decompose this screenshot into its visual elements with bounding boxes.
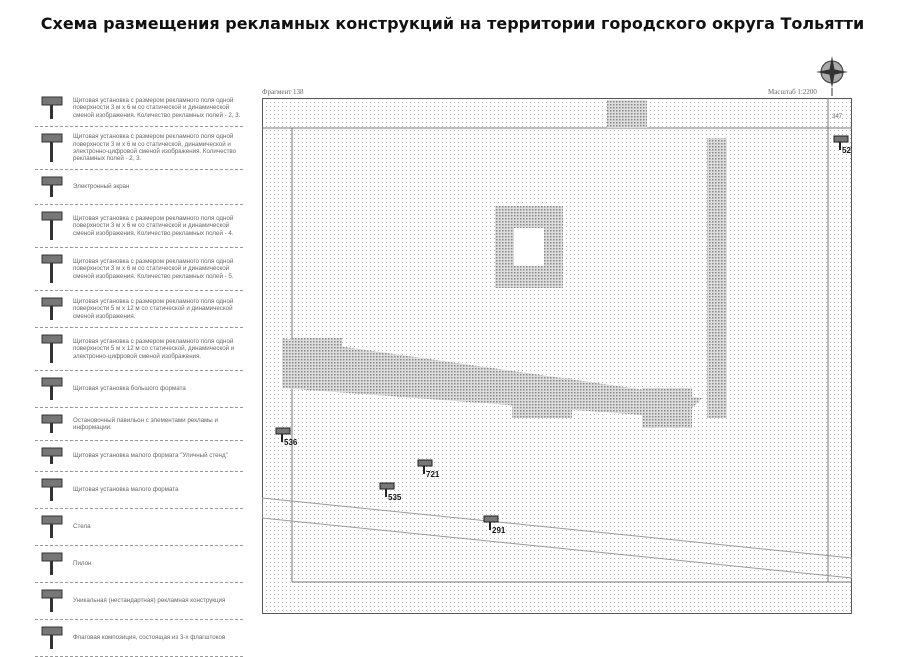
legend-text: Пилон — [73, 560, 92, 568]
legend-text: Щитовая установка малого формата — [73, 486, 179, 494]
legend-item: Щитовая установка с размером рекламного … — [35, 205, 243, 248]
legend-item: Стела — [35, 509, 243, 546]
stele-icon — [35, 514, 69, 540]
legend: Щитовая установка с размером рекламного … — [35, 90, 243, 657]
billboard-4-icon — [35, 210, 69, 242]
legend-item: Щитовая установка с размером рекламного … — [35, 127, 243, 170]
pylon-icon — [35, 551, 69, 577]
ad-construction-marker[interactable]: 527 — [833, 135, 852, 155]
legend-item: Щитовая установка большого формата — [35, 371, 243, 408]
legend-item: Щитовая установка малого формата — [35, 472, 243, 509]
scale-label: Масштаб 1:2200 — [768, 88, 817, 96]
legend-text: Стела — [73, 523, 91, 531]
legend-text: Электронный экран — [73, 183, 130, 191]
page-title: Схема размещения рекламных конструкций н… — [40, 14, 865, 33]
flag-composition-icon — [35, 625, 69, 651]
legend-text: Флаговая композиция, состоящая из 3-х фл… — [73, 634, 226, 642]
ad-construction-marker[interactable]: 535 — [379, 482, 402, 502]
legend-item: Пилон — [35, 546, 243, 583]
legend-text: Щитовая установка с размером рекламного … — [73, 96, 241, 119]
map-fragment: 347 527 536 721 535 291 — [262, 98, 852, 614]
compass-rose-icon — [816, 56, 848, 96]
legend-text: Щитовая установка большого формата — [73, 385, 186, 393]
billboard-5x12-digital-icon — [35, 333, 69, 365]
marker-id: 535 — [388, 493, 402, 502]
large-billboard-icon — [35, 376, 69, 402]
small-billboard-icon — [35, 477, 69, 503]
legend-item: Щитовая установка с размером рекламного … — [35, 248, 243, 291]
billboard-icon — [35, 95, 69, 121]
legend-text: Щитовая установка малого формата "Уличны… — [73, 452, 228, 460]
billboard-5x12-icon — [35, 296, 69, 322]
legend-text: Уникальная (нестандартная) рекламная кон… — [73, 597, 226, 605]
ad-construction-marker[interactable]: 291 — [483, 515, 506, 535]
legend-item: Уникальная (нестандартная) рекламная кон… — [35, 583, 243, 620]
corner-label: 347 — [832, 114, 843, 120]
marker-id: 291 — [492, 526, 506, 535]
marker-id: 721 — [426, 470, 440, 479]
legend-item: Флаговая композиция, состоящая из 3-х фл… — [35, 620, 243, 657]
legend-item: Электронный экран — [35, 170, 243, 205]
legend-text: Остановочный павильон с элементами рекла… — [73, 416, 218, 431]
legend-text: Щитовая установка с размером рекламного … — [73, 214, 234, 237]
ad-construction-marker[interactable]: 721 — [417, 459, 440, 479]
legend-text: Щитовая установка с размером рекламного … — [73, 257, 234, 280]
legend-item: Щитовая установка с размером рекламного … — [35, 291, 243, 328]
legend-item: Щитовая установка малого формата "Уличны… — [35, 441, 243, 472]
legend-text: Щитовая установка с размером рекламного … — [73, 337, 235, 360]
billboard-5-icon — [35, 253, 69, 285]
legend-item: Остановочный павильон с элементами рекла… — [35, 408, 243, 441]
legend-text: Щитовая установка с размером рекламного … — [73, 133, 237, 163]
fragment-label: Фрагмент 138 — [262, 88, 304, 96]
marker-id: 536 — [284, 438, 298, 447]
buildings — [282, 100, 727, 428]
electronic-screen-icon — [35, 175, 69, 199]
billboard-digital-icon — [35, 132, 69, 164]
ad-construction-marker[interactable]: 536 — [275, 427, 298, 447]
legend-item: Щитовая установка с размером рекламного … — [35, 90, 243, 127]
marker-id: 527 — [842, 146, 852, 155]
unique-construction-icon — [35, 588, 69, 614]
info-stand-icon — [35, 446, 69, 466]
bus-stop-icon — [35, 413, 69, 435]
legend-item: Щитовая установка с размером рекламного … — [35, 328, 243, 371]
legend-text: Щитовая установка с размером рекламного … — [73, 297, 234, 320]
